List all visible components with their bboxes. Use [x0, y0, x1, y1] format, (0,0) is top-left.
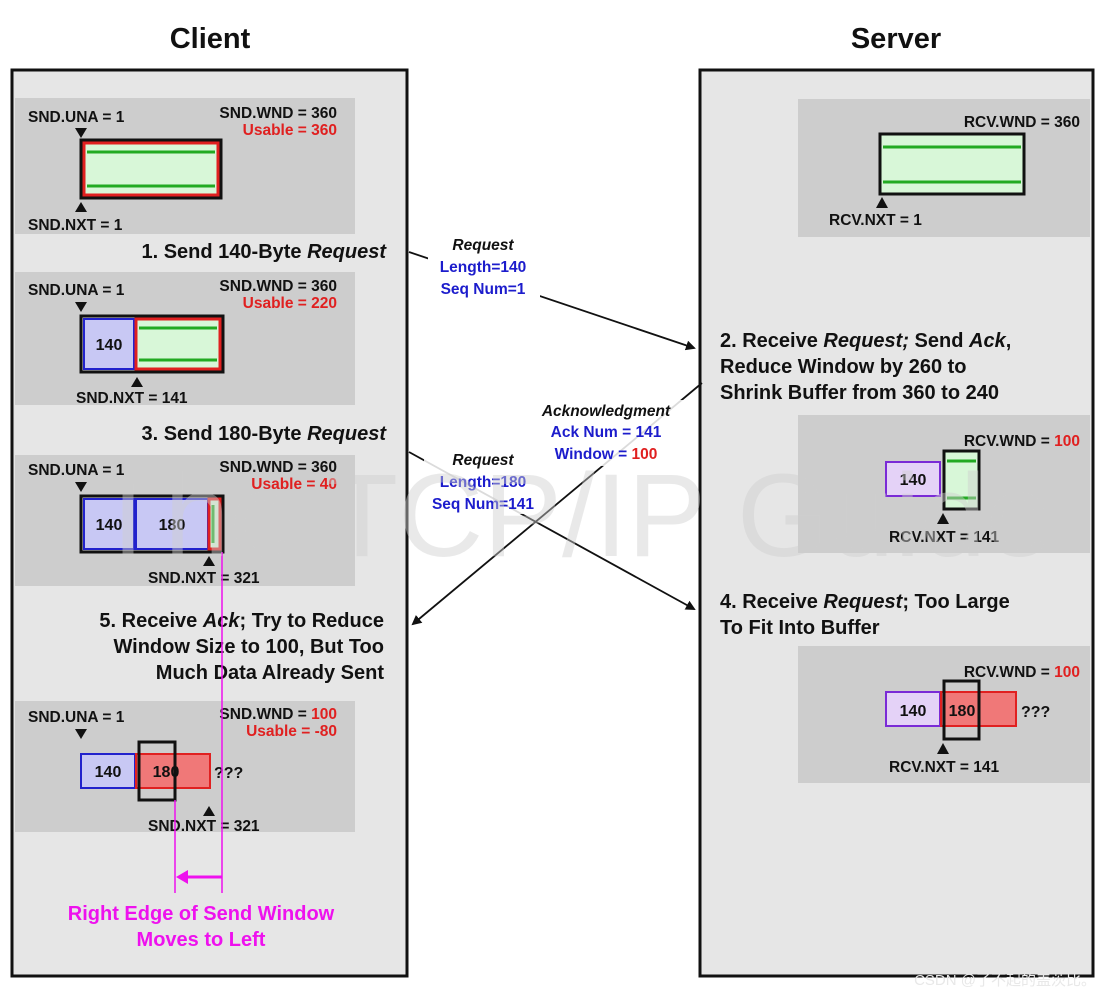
svg-text:To Fit Into Buffer: To Fit Into Buffer — [720, 617, 880, 639]
segment-140 — [83, 498, 135, 550]
request-1-title: Request — [452, 237, 514, 254]
svg-text:Shrink Buffer from 360 to 240: Shrink Buffer from 360 to 240 — [720, 382, 999, 404]
ack-message: Acknowledgment Ack Num = 141 Window = 10… — [411, 382, 703, 626]
ack-title: Acknowledgment — [541, 403, 671, 420]
rcv-nxt-label: RCV.NXT = 141 — [889, 759, 1000, 776]
client-state-after-send-140: SND.UNA = 1 SND.WND = 360 Usable = 220 1… — [15, 272, 355, 407]
rcv-nxt-pointer-icon — [937, 743, 949, 754]
step4-label: 4. Receive Request; Too Large To Fit Int… — [720, 591, 1010, 639]
usable-label: Usable = 40 — [251, 476, 337, 493]
request-2-length: Length=180 — [440, 474, 527, 491]
segment-140 — [885, 691, 941, 727]
step1-label: 1. Send 140-Byte Request — [141, 241, 387, 263]
receive-buffer — [878, 132, 1026, 196]
left-arrow-icon — [176, 870, 188, 884]
segment-180-label: 180 — [159, 517, 186, 534]
nxt-pointer-icon — [203, 806, 215, 816]
request-2-label: Request Length=180 Seq Num=141 — [424, 448, 542, 514]
right-edge-indicator: Right Edge of Send Window Moves to Left — [68, 552, 335, 951]
snd-wnd-label: SND.WND = 100 — [219, 706, 337, 723]
segment-180 — [135, 753, 211, 789]
rcv-nxt-pointer-icon — [937, 513, 949, 524]
usable-label: Usable = -80 — [246, 723, 337, 740]
server-header: Server — [851, 23, 941, 55]
server-state-after-ack: RCV.WND = 100 140 RCV.NXT = 141 — [798, 415, 1090, 553]
nxt-pointer-icon — [131, 377, 143, 387]
segment-140 — [885, 461, 941, 497]
una-pointer-icon — [75, 482, 87, 492]
question-marks: ??? — [214, 765, 243, 782]
rcv-wnd-label: RCV.WND = 100 — [964, 664, 1080, 681]
question-marks: ??? — [1021, 704, 1050, 721]
credit-text: CSDN @了不起的盖茨比。 — [914, 972, 1096, 989]
usable-label: Usable = 360 — [243, 122, 337, 139]
edge-caption-line1: Right Edge of Send Window — [68, 903, 335, 925]
rcv-wnd-label: RCV.WND = 360 — [964, 114, 1080, 131]
server-state-overflow: RCV.WND = 100 140 180 ??? RCV.NXT = 141 — [798, 646, 1090, 783]
una-pointer-icon — [75, 302, 87, 312]
request-2-title: Request — [452, 452, 514, 469]
snd-nxt-label: SND.NXT = 321 — [148, 570, 260, 587]
una-pointer-icon — [75, 128, 87, 138]
nxt-pointer-icon — [75, 202, 87, 212]
request-2-seq: Seq Num=141 — [432, 496, 534, 513]
snd-wnd-label: SND.WND = 360 — [219, 278, 337, 295]
client-state-initial: SND.UNA = 1 SND.WND = 360 Usable = 360 S… — [15, 98, 355, 234]
client-state-after-send-180: SND.UNA = 1 SND.WND = 360 Usable = 40 14… — [15, 455, 355, 587]
svg-text:Reduce Window by 260 to: Reduce Window by 260 to — [720, 356, 967, 378]
svg-text:5. Receive Ack; Try to Reduce: 5. Receive Ack; Try to Reduce — [99, 610, 384, 632]
svg-text:Window Size to 100, But Too: Window Size to 100, But Too — [113, 636, 384, 658]
send-window — [137, 740, 177, 802]
segment-140 — [83, 318, 135, 370]
step2-label: 2. Receive Request; Send Ack, Reduce Win… — [720, 330, 1011, 404]
segment-140-label: 140 — [96, 337, 123, 354]
svg-text:4. Receive Request; Too Large: 4. Receive Request; Too Large — [720, 591, 1010, 613]
watermark: The TCP/IP Guide — [92, 450, 1052, 582]
rcv-nxt-label: RCV.NXT = 1 — [829, 212, 922, 229]
rcv-wnd-label: RCV.WND = 100 — [964, 433, 1080, 450]
segment-140-label: 140 — [96, 517, 123, 534]
rcv-nxt-pointer-icon — [876, 197, 888, 208]
ack-window: Window = 100 — [555, 446, 658, 463]
request-1-seq: Seq Num=1 — [441, 281, 526, 298]
snd-nxt-label: SND.NXT = 141 — [76, 390, 188, 407]
snd-una-label: SND.UNA = 1 — [28, 282, 125, 299]
segment-140-label: 140 — [95, 764, 122, 781]
server-state-initial: RCV.WND = 360 RCV.NXT = 1 — [798, 99, 1090, 237]
ack-number: Ack Num = 141 — [551, 424, 662, 441]
snd-una-label: SND.UNA = 1 — [28, 462, 125, 479]
snd-wnd-label: SND.WND = 360 — [219, 459, 337, 476]
rcv-nxt-label: RCV.NXT = 141 — [889, 529, 1000, 546]
segment-140-label: 140 — [900, 703, 927, 720]
svg-text:2. Receive Request; Send Ack,: 2. Receive Request; Send Ack, — [720, 330, 1011, 352]
step5-label: 5. Receive Ack; Try to Reduce Window Siz… — [99, 610, 384, 684]
step3-label: 3. Send 180-Byte Request — [141, 423, 387, 445]
receive-buffer — [942, 679, 981, 741]
client-header: Client — [170, 23, 251, 55]
snd-una-label: SND.UNA = 1 — [28, 109, 125, 126]
nxt-pointer-icon — [203, 556, 215, 566]
segment-140 — [80, 753, 136, 789]
usable-label: Usable = 220 — [243, 295, 337, 312]
segment-180-label: 180 — [153, 764, 180, 781]
snd-wnd-label: SND.WND = 360 — [219, 105, 337, 122]
snd-una-label: SND.UNA = 1 — [28, 709, 125, 726]
segment-140-label: 140 — [900, 472, 927, 489]
snd-nxt-label: SND.NXT = 321 — [148, 818, 260, 835]
request-1-message: Request Length=140 Seq Num=1 — [408, 233, 696, 351]
segment-180-label: 180 — [949, 703, 976, 720]
svg-text:Much Data Already Sent: Much Data Already Sent — [156, 662, 385, 684]
edge-caption-line2: Moves to Left — [137, 929, 266, 951]
una-pointer-icon — [75, 729, 87, 739]
client-state-after-ack: SND.UNA = 1 SND.WND = 100 Usable = -80 1… — [15, 701, 355, 835]
snd-nxt-label: SND.NXT = 1 — [28, 217, 123, 234]
request-1-length: Length=140 — [440, 259, 527, 276]
